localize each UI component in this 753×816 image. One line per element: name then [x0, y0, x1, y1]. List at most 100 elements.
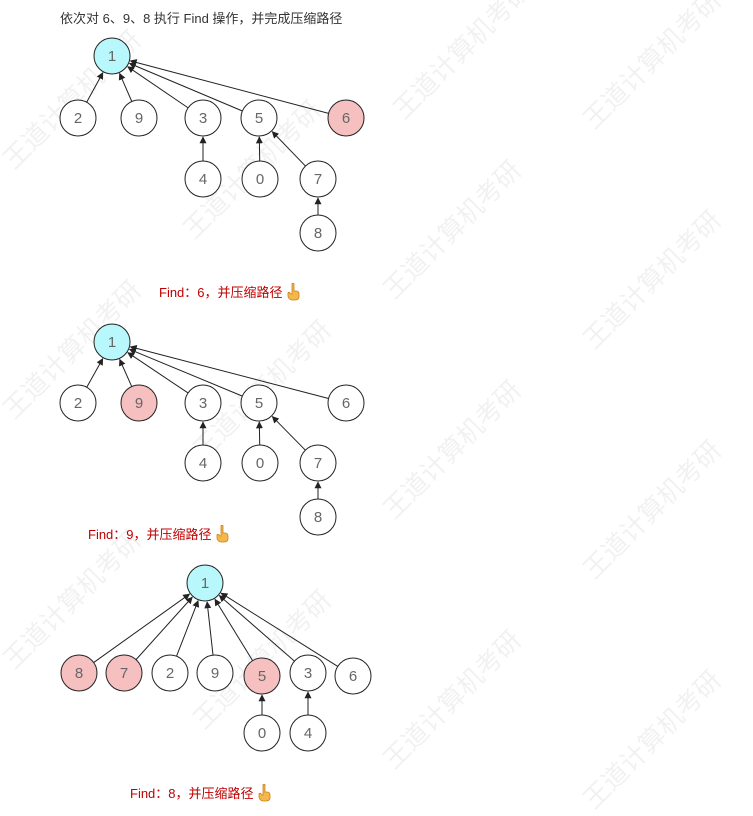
- node-label: 1: [108, 334, 116, 351]
- node-circle: [93, 323, 131, 361]
- node-circle: [327, 384, 365, 422]
- node-label: 3: [199, 110, 207, 127]
- node-label: 6: [342, 395, 350, 412]
- node-label: 2: [166, 665, 174, 682]
- node-label: 5: [255, 395, 263, 412]
- tree-node: 2: [151, 654, 189, 692]
- tree-node: 5: [240, 99, 278, 137]
- parent-pointer-edge: [271, 416, 306, 451]
- node-label: 1: [108, 48, 116, 65]
- caption-text: Find：9，并压缩路径: [88, 527, 212, 542]
- tree-node: 0: [241, 444, 279, 482]
- tree-node: 4: [184, 160, 222, 198]
- tree-node: 6: [327, 384, 365, 422]
- tree-node: 5: [243, 657, 281, 695]
- node-circle: [243, 657, 281, 695]
- node-label: 0: [256, 455, 264, 472]
- node-circle: [240, 384, 278, 422]
- tree-node: 8: [60, 654, 98, 692]
- parent-pointer-edge: [129, 344, 329, 399]
- parent-pointer-edge: [218, 595, 295, 662]
- node-label: 9: [135, 395, 143, 412]
- tree-node: 2: [59, 99, 97, 137]
- tree-node: 3: [184, 384, 222, 422]
- node-circle: [241, 444, 279, 482]
- pointing-hand-icon: [258, 783, 270, 801]
- node-label: 8: [314, 509, 322, 526]
- tree-node: 0: [241, 160, 279, 198]
- node-label: 2: [74, 110, 82, 127]
- node-circle: [151, 654, 189, 692]
- node-circle: [186, 564, 224, 602]
- tree-node: 4: [289, 714, 327, 752]
- node-circle: [184, 384, 222, 422]
- node-circle: [289, 654, 327, 692]
- node-circle: [299, 498, 337, 536]
- tree-node: 8: [299, 498, 337, 536]
- tree-node: 9: [196, 654, 234, 692]
- node-label: 3: [304, 665, 312, 682]
- caption-text: Find：6，并压缩路径: [159, 285, 283, 300]
- tree-node: 7: [105, 654, 143, 692]
- pointing-hand-icon: [216, 524, 228, 542]
- tree-node: 7: [299, 444, 337, 482]
- parent-pointer-edge: [127, 66, 189, 109]
- parent-pointer-edge: [127, 352, 189, 394]
- node-circle: [105, 654, 143, 692]
- tree-node: 6: [334, 657, 372, 695]
- node-circle: [60, 654, 98, 692]
- pointing-hand-icon: [287, 282, 299, 300]
- node-circle: [120, 384, 158, 422]
- parent-pointer-edge: [271, 131, 306, 167]
- node-circle: [93, 37, 131, 75]
- node-circle: [299, 160, 337, 198]
- parent-pointer-edge: [176, 600, 200, 657]
- parent-pointer-edge: [118, 72, 133, 102]
- node-label: 0: [256, 171, 264, 188]
- node-label: 5: [258, 668, 266, 685]
- tree-node: 7: [299, 160, 337, 198]
- tree-node: 3: [184, 99, 222, 137]
- node-label: 7: [314, 171, 322, 188]
- node-circle: [59, 384, 97, 422]
- caption-find-9: Find：9，并压缩路径: [88, 524, 230, 543]
- parent-pointer-edge: [119, 358, 133, 387]
- tree-node: 3: [289, 654, 327, 692]
- node-circle: [59, 99, 97, 137]
- node-label: 3: [199, 395, 207, 412]
- node-circle: [334, 657, 372, 695]
- node-label: 4: [199, 171, 207, 188]
- node-circle: [299, 444, 337, 482]
- parent-pointer-edge: [128, 62, 243, 112]
- node-label: 7: [314, 455, 322, 472]
- node-label: 9: [135, 110, 143, 127]
- caption-find-8: Find：8，并压缩路径: [130, 783, 272, 802]
- node-label: 6: [349, 668, 357, 685]
- parent-pointer-edge: [93, 593, 191, 663]
- node-circle: [243, 714, 281, 752]
- node-circle: [240, 99, 278, 137]
- node-label: 7: [120, 665, 128, 682]
- node-label: 4: [199, 455, 207, 472]
- node-circle: [184, 444, 222, 482]
- tree-node: 9: [120, 384, 158, 422]
- page-title: 依次对 6、9、8 执行 Find 操作，并完成压缩路径: [60, 11, 343, 26]
- caption-text: Find：8，并压缩路径: [130, 786, 254, 801]
- parent-pointer-edge: [204, 601, 214, 656]
- node-circle: [241, 160, 279, 198]
- node-circle: [196, 654, 234, 692]
- tree-node: 0: [243, 714, 281, 752]
- node-label: 1: [201, 575, 209, 592]
- node-label: 5: [255, 110, 263, 127]
- node-label: 9: [211, 665, 219, 682]
- tree-node: 2: [59, 384, 97, 422]
- node-circle: [289, 714, 327, 752]
- parent-pointer-edge: [214, 598, 254, 661]
- parent-pointer-edge: [86, 357, 104, 388]
- parent-pointer-edge: [220, 592, 339, 667]
- node-label: 2: [74, 395, 82, 412]
- parent-pointer-edge: [128, 348, 243, 397]
- node-circle: [184, 99, 222, 137]
- tree-node: 1: [186, 564, 224, 602]
